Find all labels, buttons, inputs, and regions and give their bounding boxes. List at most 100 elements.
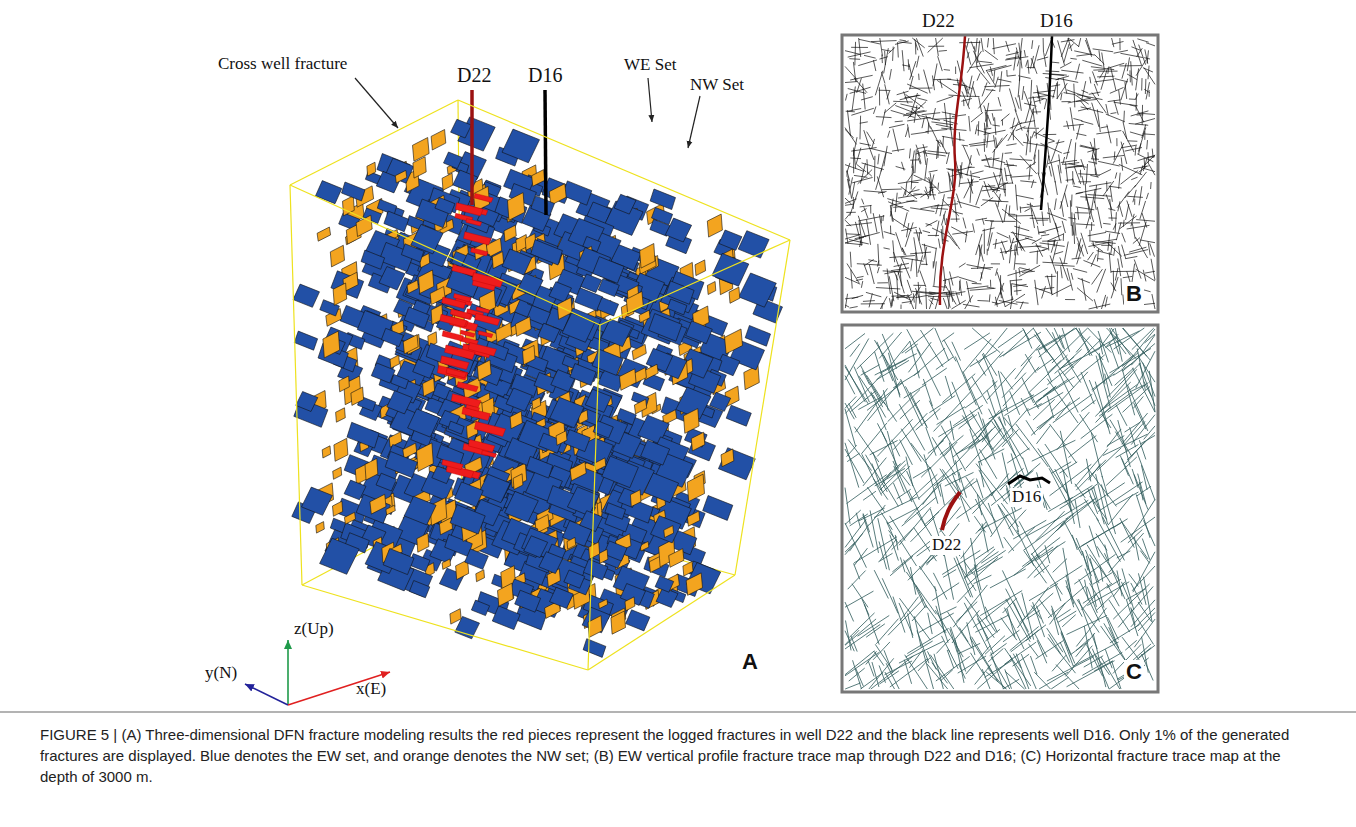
fracture-trace bbox=[1056, 141, 1065, 143]
fracture-trace bbox=[1009, 215, 1033, 217]
axis-arrow bbox=[288, 672, 390, 705]
ew-fracture bbox=[404, 496, 436, 525]
fracture-trace bbox=[1063, 152, 1069, 153]
fracture-trace bbox=[975, 218, 987, 220]
fracture-trace bbox=[881, 217, 882, 223]
box-front-edges bbox=[290, 100, 790, 670]
fracture-trace bbox=[937, 140, 939, 159]
fracture-trace bbox=[984, 229, 985, 254]
fracture-trace bbox=[888, 48, 894, 54]
fracture-trace bbox=[978, 69, 991, 85]
fracture-trace bbox=[1025, 238, 1036, 241]
fracture-trace bbox=[1091, 158, 1099, 160]
fracture-trace bbox=[998, 79, 1012, 82]
fracture-trace bbox=[1062, 221, 1065, 233]
fracture-trace bbox=[1057, 83, 1067, 99]
nw-fracture bbox=[532, 397, 541, 409]
fracture-trace bbox=[910, 252, 931, 254]
nw-fracture bbox=[625, 597, 635, 611]
fracture-trace bbox=[1143, 168, 1155, 171]
fracture-trace bbox=[869, 293, 872, 307]
ew-fracture bbox=[712, 253, 749, 286]
ew-fracture bbox=[413, 359, 435, 378]
fracture-trace bbox=[870, 205, 871, 213]
fracture-trace bbox=[956, 291, 960, 304]
fracture-trace bbox=[853, 148, 854, 174]
fracture-trace bbox=[979, 97, 982, 112]
fracture-trace bbox=[1066, 179, 1073, 181]
fracture-trace bbox=[883, 271, 903, 272]
fracture-trace bbox=[1001, 248, 1004, 260]
nw-fracture bbox=[476, 570, 485, 582]
ew-fracture bbox=[444, 152, 463, 169]
ew-fracture bbox=[583, 639, 606, 658]
ew-fracture bbox=[450, 505, 485, 534]
nw-fracture bbox=[725, 329, 743, 354]
fracture-trace bbox=[1150, 243, 1155, 256]
ew-fracture bbox=[718, 448, 755, 480]
fracture-trace bbox=[860, 205, 872, 207]
fracture-trace bbox=[845, 305, 849, 307]
fracture-trace bbox=[1146, 43, 1155, 46]
fracture-trace bbox=[1006, 41, 1009, 52]
fracture-trace bbox=[909, 88, 932, 89]
fracture-trace bbox=[963, 146, 971, 165]
fracture-trace bbox=[903, 190, 905, 197]
logged-fracture bbox=[440, 314, 467, 327]
nw-fracture bbox=[639, 310, 650, 323]
fracture-trace bbox=[1046, 156, 1049, 168]
nw-fracture bbox=[595, 458, 606, 471]
fracture-trace bbox=[1122, 245, 1126, 259]
fracture-trace bbox=[1007, 75, 1016, 76]
fracture-trace bbox=[1088, 252, 1094, 260]
fracture-trace bbox=[1027, 162, 1036, 169]
fracture-trace bbox=[1131, 61, 1133, 85]
fracture-trace bbox=[879, 214, 883, 238]
fracture-trace bbox=[1107, 124, 1111, 143]
fracture-trace bbox=[898, 194, 922, 198]
fracture-trace bbox=[1082, 81, 1086, 100]
ew-fracture bbox=[347, 422, 379, 448]
fracture-trace bbox=[850, 157, 861, 159]
nw-fracture bbox=[626, 291, 643, 314]
box-edge bbox=[735, 240, 790, 575]
nw-fracture bbox=[389, 432, 402, 448]
ew-fracture bbox=[320, 538, 360, 574]
fracture-trace bbox=[1091, 222, 1092, 231]
nw-fracture bbox=[523, 345, 536, 364]
fracture-trace bbox=[987, 287, 994, 288]
nw-fracture bbox=[599, 549, 608, 563]
nw-fracture bbox=[515, 317, 531, 337]
fracture-trace bbox=[980, 264, 985, 281]
ew-fracture bbox=[524, 536, 548, 558]
nw-fracture bbox=[669, 549, 684, 568]
fracture-trace bbox=[1060, 185, 1067, 209]
fracture-trace bbox=[937, 183, 939, 190]
fracture-trace bbox=[872, 139, 875, 149]
logged-fracture bbox=[475, 313, 500, 325]
fracture-trace bbox=[923, 231, 930, 233]
nw-fracture bbox=[635, 368, 647, 384]
fracture-trace bbox=[987, 134, 988, 147]
fracture-trace bbox=[990, 280, 991, 287]
ew-fracture bbox=[564, 570, 585, 588]
fracture-trace bbox=[996, 283, 1004, 304]
fracture-trace bbox=[1006, 144, 1016, 146]
fracture-trace bbox=[1033, 109, 1035, 127]
fracture-trace bbox=[1095, 201, 1097, 210]
fracture-trace bbox=[928, 235, 939, 236]
fracture-trace bbox=[982, 228, 994, 231]
ew-fracture bbox=[376, 473, 397, 491]
fracture-trace bbox=[969, 76, 972, 91]
fracture-trace bbox=[884, 271, 898, 274]
fracture-trace bbox=[892, 47, 894, 61]
fracture-trace bbox=[1042, 241, 1055, 242]
fracture-trace bbox=[920, 189, 933, 197]
logged-fracture bbox=[451, 394, 481, 408]
fracture-trace bbox=[1016, 215, 1017, 241]
box-edge bbox=[600, 240, 790, 325]
ew-fracture bbox=[506, 388, 532, 411]
fracture-trace bbox=[1011, 132, 1024, 146]
fracture-trace bbox=[1094, 84, 1098, 96]
fracture-trace bbox=[929, 170, 938, 172]
